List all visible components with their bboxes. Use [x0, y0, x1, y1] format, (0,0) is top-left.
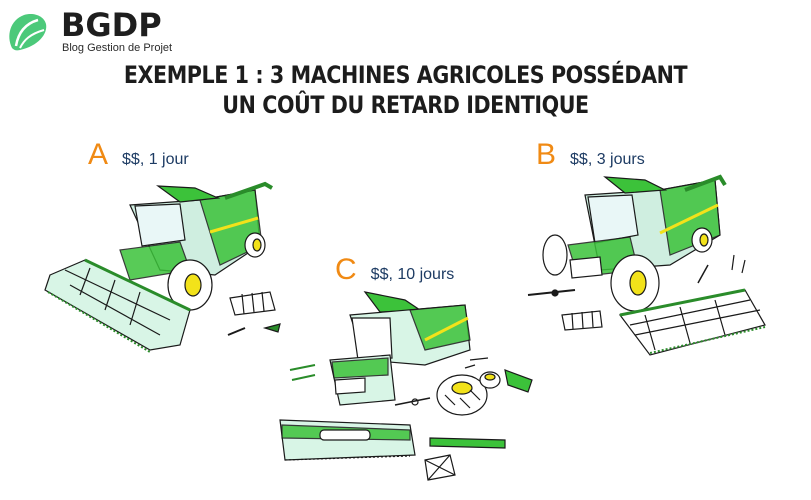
machine-a-letter: A	[88, 138, 109, 171]
machine-c-letter: C	[335, 253, 357, 286]
machine-b-letter: B	[536, 138, 557, 171]
machine-b-drawing	[527, 174, 766, 356]
machine-b-label: B $$, 3 jours	[536, 140, 645, 170]
logo-subtitle: Blog Gestion de Projet	[62, 42, 173, 54]
machine-a-drawing	[44, 181, 281, 353]
logo-leaf-icon	[9, 14, 47, 51]
brand-logo[interactable]: BGDP Blog Gestion de Projet	[6, 6, 196, 56]
machine-c-label: C $$, 10 jours	[335, 255, 454, 285]
machine-b-cost: $$, 3 jours	[570, 151, 645, 168]
machine-c-drawing	[279, 291, 533, 481]
title-line-1: EXEMPLE 1 : 3 MACHINES AGRICOLES POSSÉDA…	[123, 61, 688, 89]
machine-a-cost: $$, 1 jour	[122, 151, 189, 168]
machine-a-label: A $$, 1 jour	[88, 140, 189, 170]
title-line-2: UN COÛT DU RETARD IDENTIQUE	[222, 91, 589, 119]
logo-name: BGDP	[61, 6, 162, 44]
page-title: EXEMPLE 1 : 3 MACHINES AGRICOLES POSSÉDA…	[57, 60, 754, 120]
machine-c-cost: $$, 10 jours	[370, 266, 455, 283]
